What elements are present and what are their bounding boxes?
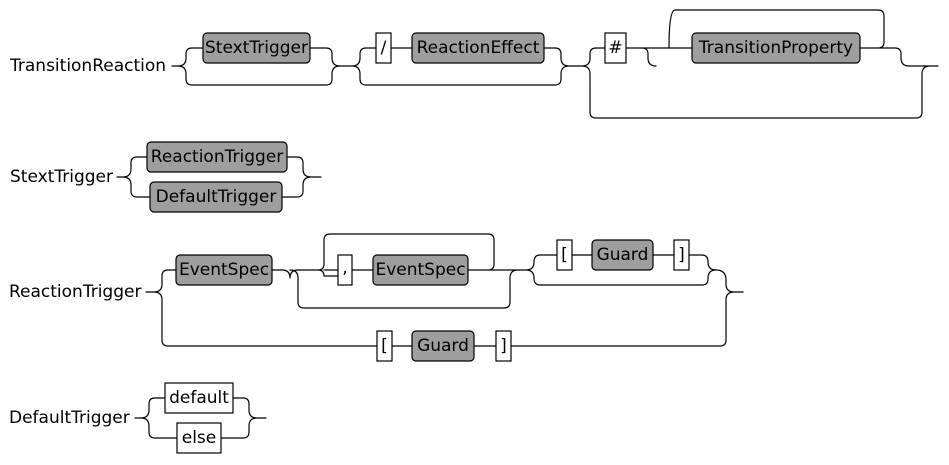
terminal-label: #: [608, 38, 622, 58]
nonterminal-event-spec-repeat: [372, 254, 469, 286]
terminal-default: [164, 382, 234, 414]
nonterminal-guard: [591, 239, 654, 271]
terminal-label: ]: [500, 336, 507, 356]
nonterminal-label: ReactionTrigger: [151, 147, 283, 167]
rule-stext-trigger: StextTrigger ReactionTrigger DefaultTrig…: [10, 141, 322, 213]
terminal-left-bracket: [556, 239, 573, 271]
rule-reaction-trigger: ReactionTrigger EventSpec , EventSpec [ …: [9, 233, 744, 362]
terminal-label: else: [182, 428, 217, 448]
terminal-else: [176, 422, 222, 454]
terminal-right-bracket-alt: [495, 330, 512, 362]
terminal-right-bracket: [673, 239, 690, 271]
rule-name: DefaultTrigger: [9, 408, 130, 428]
terminal-slash: [375, 32, 392, 64]
terminal-left-bracket-alt: [376, 330, 393, 362]
nonterminal-label: DefaultTrigger: [156, 187, 277, 207]
nonterminal-label: StextTrigger: [205, 38, 308, 58]
nonterminal-event-spec: [175, 254, 273, 286]
terminal-label: ,: [342, 258, 347, 278]
nonterminal-guard-alt: [411, 330, 475, 362]
nonterminal-label: Guard: [417, 336, 469, 356]
terminal-label: [: [561, 245, 568, 265]
nonterminal-reaction-trigger: [146, 141, 288, 173]
terminal-label: default: [169, 388, 229, 408]
terminal-label: /: [381, 38, 387, 58]
nonterminal-reaction-effect: [411, 32, 545, 64]
terminal-label: ]: [678, 245, 685, 265]
rule-name: TransitionReaction: [9, 56, 166, 76]
nonterminal-label: ReactionEffect: [417, 38, 540, 58]
nonterminal-stext-trigger: [202, 32, 311, 64]
terminal-comma: [337, 254, 353, 286]
terminal-label: [: [381, 336, 388, 356]
nonterminal-label: EventSpec: [375, 260, 465, 280]
nonterminal-default-trigger: [149, 181, 283, 213]
rule-default-trigger: DefaultTrigger default else: [9, 382, 267, 454]
rule-name: ReactionTrigger: [9, 282, 141, 302]
nonterminal-transition-property: [691, 32, 861, 64]
nonterminal-label: EventSpec: [179, 260, 269, 280]
terminal-hash: [604, 32, 627, 64]
nonterminal-label: Guard: [597, 245, 649, 265]
rule-transition-reaction: TransitionReaction StextTrigger / Reacti…: [9, 9, 939, 119]
rule-name: StextTrigger: [10, 167, 113, 187]
nonterminal-label: TransitionProperty: [698, 38, 853, 58]
